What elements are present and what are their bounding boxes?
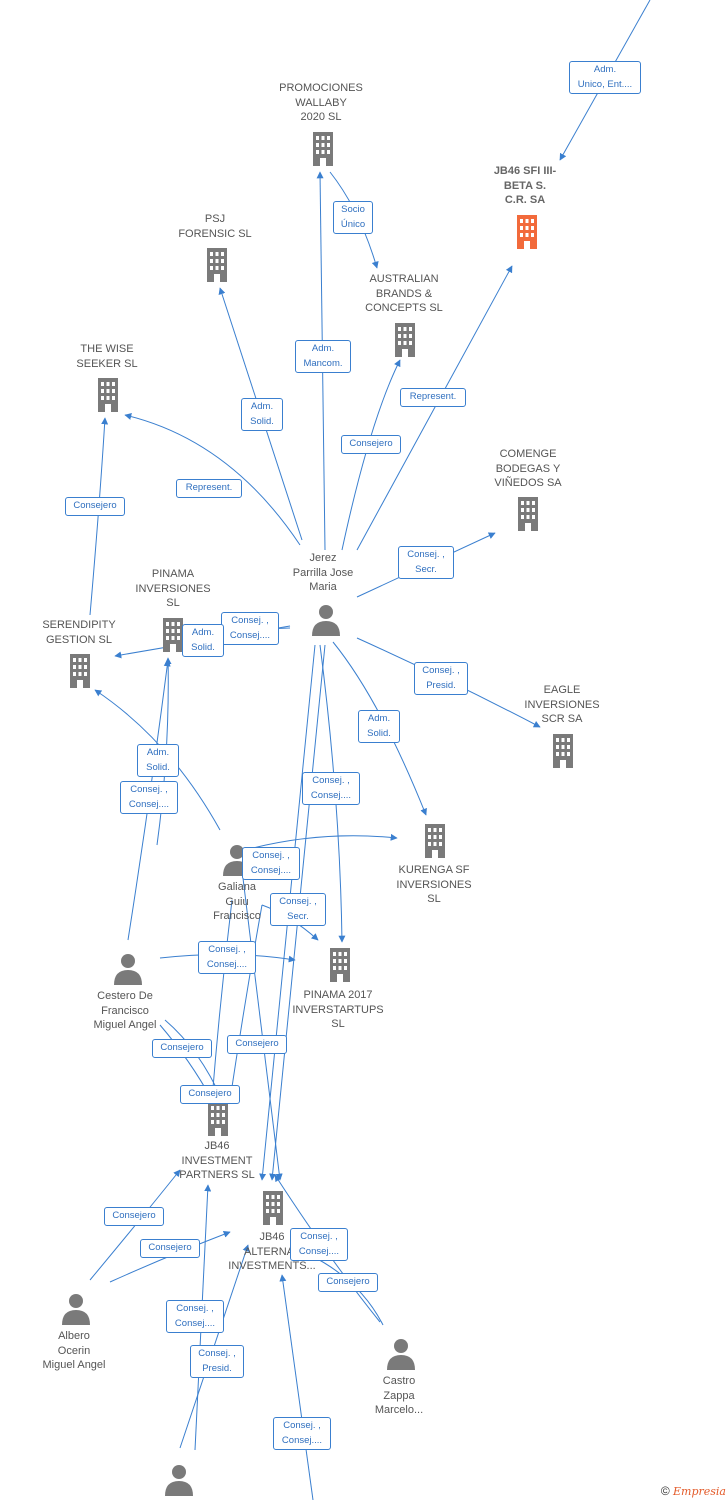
node-psj-forensic[interactable]: PSJ FORENSIC SL xyxy=(178,213,252,240)
relation-label[interactable]: Consej. , Consej.... xyxy=(273,1417,331,1450)
building-icon xyxy=(70,654,90,688)
person-icon xyxy=(114,954,142,985)
node-comenge-bodegas[interactable]: COMENGE BODEGAS Y VIÑEDOS SA xyxy=(494,448,562,489)
relation-label[interactable]: Consej. , Consej.... xyxy=(221,612,279,645)
person-icon xyxy=(312,605,340,636)
relation-label[interactable]: Represent. xyxy=(400,388,466,407)
edge-galiana-kurenga xyxy=(244,833,398,851)
building-icon xyxy=(330,948,350,982)
building-icon xyxy=(313,132,333,166)
brand-logo[interactable]: Empresia xyxy=(673,1485,726,1498)
relation-label[interactable]: Consej. , Consej.... xyxy=(242,847,300,880)
relation-label[interactable]: Consejero xyxy=(140,1239,200,1258)
node-kurenga-sf[interactable]: KURENGA SF INVERSIONES SL xyxy=(396,864,472,905)
relation-label[interactable]: Adm. Solid. xyxy=(137,744,179,777)
edge-serendipity-wiseseeker xyxy=(89,417,109,616)
node-castro-zappa[interactable]: Castro Zappa Marcelo... xyxy=(374,1375,424,1416)
edge-jerez-australian xyxy=(341,359,401,551)
building-icon xyxy=(98,378,118,412)
edge-galiana-jb46inv xyxy=(209,899,233,1101)
relation-label[interactable]: Consej. , Presid. xyxy=(414,662,468,695)
edge-jerez-jb46sfi xyxy=(356,265,513,551)
relation-label[interactable]: Consejero xyxy=(104,1207,164,1226)
building-icon xyxy=(263,1191,283,1225)
copyright-icon: © xyxy=(660,1484,670,1498)
edge-pinama2017-jb46inv xyxy=(227,904,263,1101)
relation-label[interactable]: Adm. Solid. xyxy=(182,624,224,657)
building-icon xyxy=(163,618,183,652)
relation-label[interactable]: Adm. Solid. xyxy=(241,398,283,431)
edge-galiana-jb46alt xyxy=(241,869,283,1181)
node-australian-brands[interactable]: AUSTRALIAN BRANDS & CONCEPTS SL xyxy=(365,273,443,314)
node-jb46-investment[interactable]: JB46 INVESTMENT PARTNERS SL xyxy=(179,1140,255,1181)
node-eagle-inversiones[interactable]: EAGLE INVERSIONES SCR SA xyxy=(524,684,600,725)
relation-label[interactable]: Represent. xyxy=(176,479,242,498)
relation-label[interactable]: Consej. , Consej.... xyxy=(120,781,178,814)
building-icon xyxy=(425,824,445,858)
relation-label[interactable]: Consejero xyxy=(180,1085,240,1104)
relation-label[interactable]: Consej. , Consej.... xyxy=(198,941,256,974)
node-jb46-alternat[interactable]: JB46 ALTERNAT INVESTMENTS... xyxy=(228,1231,316,1272)
relation-label[interactable]: Consej. , Secr. xyxy=(270,893,326,926)
node-galiana-guiu[interactable]: Galiana Guiu Francisco xyxy=(213,881,261,922)
relation-label[interactable]: Consejero xyxy=(341,435,401,454)
building-icon xyxy=(517,215,537,249)
relation-label[interactable]: Consej. , Consej.... xyxy=(302,772,360,805)
node-pinama-2017[interactable]: PINAMA 2017 INVERSTARTUPS SL xyxy=(292,989,384,1030)
relation-label[interactable]: Consej. , Presid. xyxy=(190,1345,244,1378)
node-the-wise-seeker[interactable]: THE WISE SEEKER SL xyxy=(76,343,138,370)
relation-label[interactable]: Adm. Unico, Ent.... xyxy=(569,61,641,94)
relation-label[interactable]: Socio Único xyxy=(333,201,373,234)
building-icon xyxy=(553,734,573,768)
relation-label[interactable]: Consejero xyxy=(227,1035,287,1054)
footer-brand: © Empresia xyxy=(661,1484,726,1498)
relation-label[interactable]: Consejero xyxy=(152,1039,212,1058)
relation-label[interactable]: Consej. , Consej.... xyxy=(166,1300,224,1333)
node-pinama-inversiones[interactable]: PINAMA INVERSIONES SL xyxy=(135,568,211,609)
edge-ext-jb46alt xyxy=(279,1274,314,1500)
building-icon xyxy=(208,1102,228,1136)
relation-label[interactable]: Consejero xyxy=(318,1273,378,1292)
person-icon xyxy=(387,1339,415,1370)
building-icon xyxy=(518,497,538,531)
building-icon xyxy=(395,323,415,357)
person-icon xyxy=(62,1294,90,1325)
relation-label[interactable]: Consej. , Secr. xyxy=(398,546,454,579)
relation-label[interactable]: Adm. Solid. xyxy=(358,710,400,743)
relation-label[interactable]: Adm. Mancom. xyxy=(295,340,351,373)
node-jerez-parrilla[interactable]: Jerez Parrilla Jose Maria xyxy=(292,552,354,593)
node-promociones-wallaby[interactable]: PROMOCIONES WALLABY 2020 SL xyxy=(279,82,363,123)
building-icon xyxy=(207,248,227,282)
relation-label[interactable]: Consej. , Consej.... xyxy=(290,1228,348,1261)
node-cestero-de-francisco[interactable]: Cestero De Francisco Miguel Angel xyxy=(93,990,157,1031)
relation-label[interactable]: Consejero xyxy=(65,497,125,516)
node-albero-ocerin[interactable]: Albero Ocerin Miguel Angel xyxy=(42,1330,106,1371)
person-icon xyxy=(165,1465,193,1496)
node-jb46-sfi[interactable]: JB46 SFI III- BETA S. C.R. SA xyxy=(493,165,557,206)
edge-jerez-wiseseeker xyxy=(124,413,301,546)
node-serendipity-gestion[interactable]: SERENDIPITY GESTION SL xyxy=(42,619,116,646)
